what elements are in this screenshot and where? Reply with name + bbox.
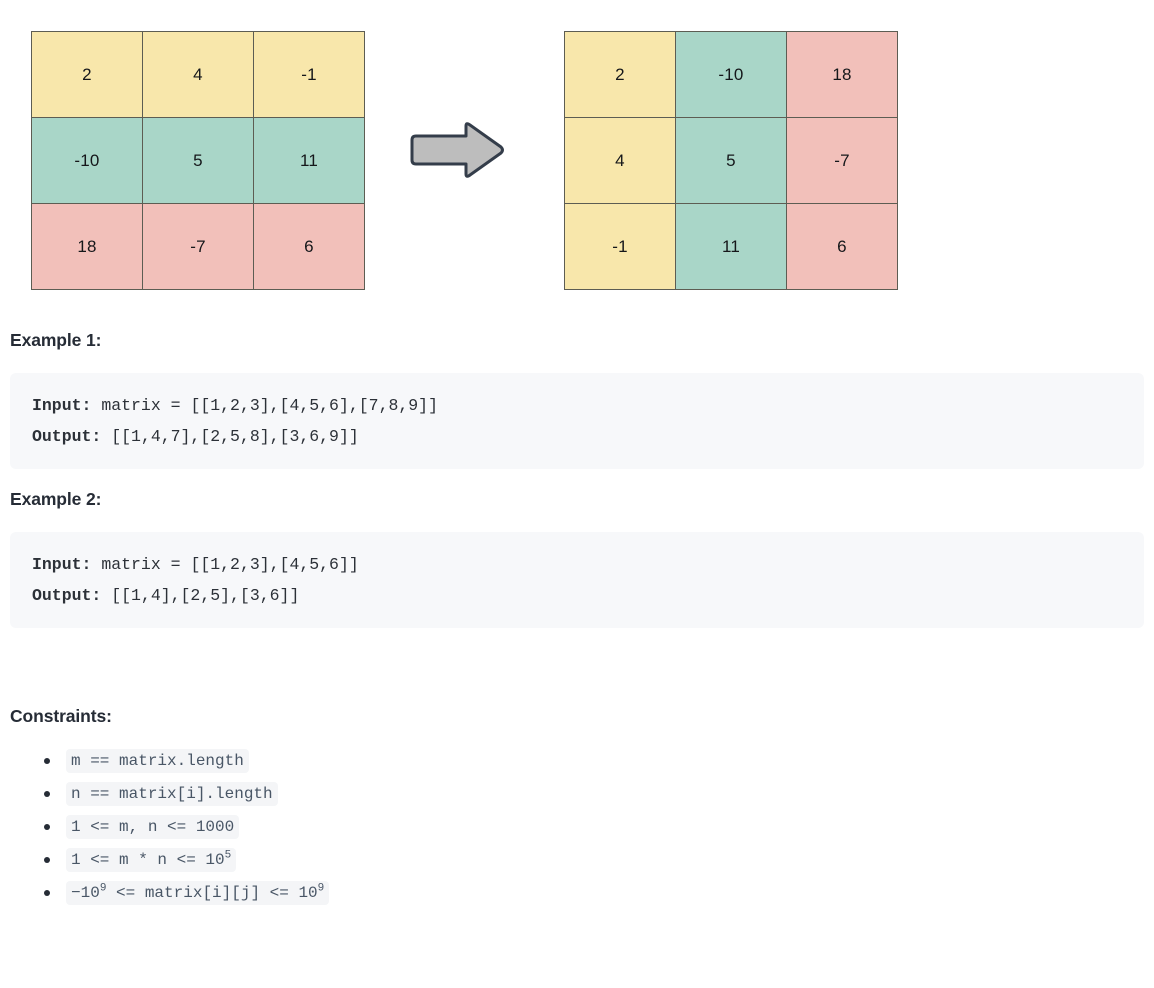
matrix-cell: 2: [31, 31, 143, 118]
constraints-list: m == matrix.length n == matrix[i].length…: [10, 749, 1144, 905]
input-value: matrix = [[1,2,3],[4,5,6]]: [91, 555, 359, 574]
constraint-text: 1 <= m * n <= 10: [71, 851, 225, 869]
matrix-cell: 4: [142, 31, 254, 118]
table-row: -1 11 6: [564, 203, 898, 290]
table-row: 18 -7 6: [31, 203, 365, 290]
example-2-heading: Example 2:: [10, 489, 102, 509]
matrix-cell: 5: [142, 117, 254, 204]
matrix-cell: 5: [675, 117, 787, 204]
constraint-text: −10: [71, 884, 100, 902]
input-label: Input:: [32, 555, 92, 574]
table-row: 2 4 -1: [31, 31, 365, 118]
matrix-cell: 2: [564, 31, 676, 118]
table-row: 2 -10 18: [564, 31, 898, 118]
matrix-cell: -1: [253, 31, 365, 118]
input-matrix: 2 4 -1 -10 5 11 18 -7 6: [31, 31, 365, 290]
exponent: 9: [317, 882, 325, 895]
output-matrix: 2 -10 18 4 5 -7 -1 11 6: [564, 31, 898, 290]
matrix-cell: 6: [786, 203, 898, 290]
exponent: 9: [99, 882, 107, 895]
constraint-code: n == matrix[i].length: [66, 782, 278, 806]
constraints-heading: Constraints:: [10, 706, 112, 726]
matrix-cell: -10: [675, 31, 787, 118]
matrix-cell: 6: [253, 203, 365, 290]
matrix-cell: -10: [31, 117, 143, 204]
matrix-cell: 18: [31, 203, 143, 290]
matrix-cell: -7: [786, 117, 898, 204]
constraint-code: −109 <= matrix[i][j] <= 109: [66, 881, 330, 905]
matrix-cell: -1: [564, 203, 676, 290]
right-block-arrow-icon: [408, 120, 508, 180]
list-item: 1 <= m * n <= 105: [44, 848, 1144, 872]
example-1-heading: Example 1:: [10, 330, 102, 350]
output-value: [[1,4],[2,5],[3,6]]: [101, 586, 300, 605]
problem-body: Example 1: Input: matrix = [[1,2,3],[4,5…: [0, 330, 1154, 905]
input-value: matrix = [[1,2,3],[4,5,6],[7,8,9]]: [91, 396, 438, 415]
matrix-cell: 11: [675, 203, 787, 290]
section-spacer: [10, 648, 1144, 706]
constraint-code: m == matrix.length: [66, 749, 249, 773]
list-item: n == matrix[i].length: [44, 782, 1144, 806]
matrix-cell: 11: [253, 117, 365, 204]
list-item: 1 <= m, n <= 1000: [44, 815, 1144, 839]
output-label: Output:: [32, 427, 102, 446]
output-label: Output:: [32, 586, 102, 605]
table-row: -10 5 11: [31, 117, 365, 204]
list-item: m == matrix.length: [44, 749, 1144, 773]
matrix-transpose-figure: 2 4 -1 -10 5 11 18 -7 6 2 -10: [0, 0, 1154, 330]
constraint-code: 1 <= m * n <= 105: [66, 848, 237, 872]
constraint-text: <= matrix[i][j] <= 10: [106, 884, 318, 902]
exponent: 5: [224, 849, 232, 862]
matrix-cell: 18: [786, 31, 898, 118]
matrix-cell: -7: [142, 203, 254, 290]
list-item: −109 <= matrix[i][j] <= 109: [44, 881, 1144, 905]
example-2-code-block: Input: matrix = [[1,2,3],[4,5,6]] Output…: [10, 532, 1144, 628]
matrix-cell: 4: [564, 117, 676, 204]
table-row: 4 5 -7: [564, 117, 898, 204]
output-value: [[1,4,7],[2,5,8],[3,6,9]]: [101, 427, 359, 446]
constraint-code: 1 <= m, n <= 1000: [66, 815, 240, 839]
example-1-code-block: Input: matrix = [[1,2,3],[4,5,6],[7,8,9]…: [10, 373, 1144, 469]
input-label: Input:: [32, 396, 92, 415]
